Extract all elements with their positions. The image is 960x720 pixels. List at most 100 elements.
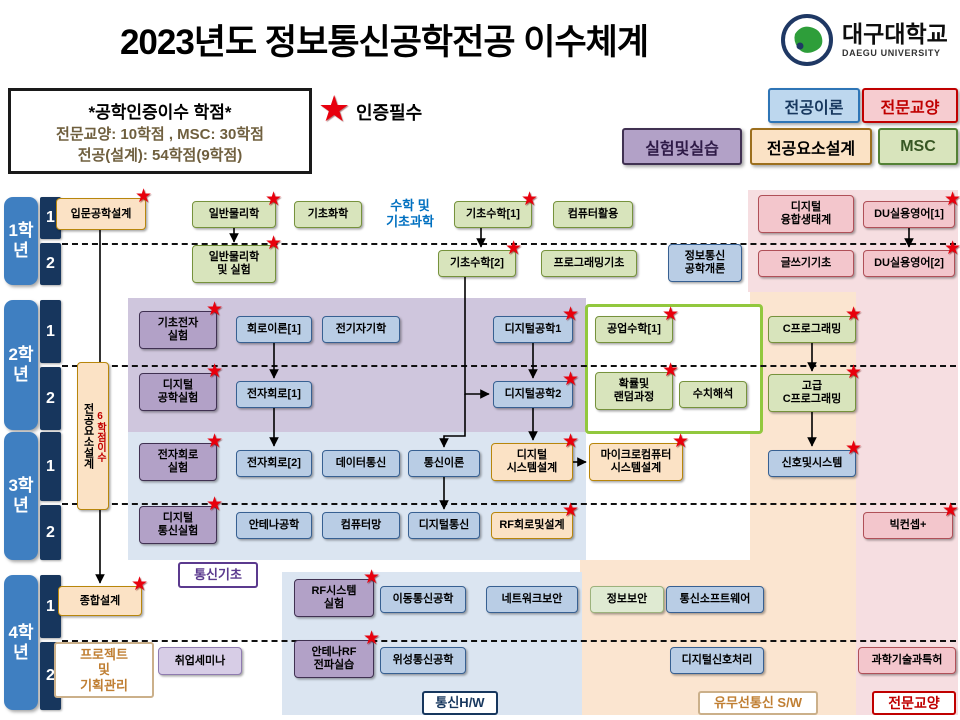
course-science-tech-patent: 과학기술과특허: [858, 647, 956, 674]
university-logo-icon: [781, 14, 833, 66]
required-star-legend-label: 인증필수: [356, 103, 423, 123]
grade-1-sem-2: 2: [40, 243, 61, 285]
course-digital-logic-1: 디지털공학1 ★: [493, 304, 579, 343]
course-physics-lab: 일반물리학 및 실험 ★: [192, 233, 282, 283]
university-name: 대구대학교: [842, 21, 948, 48]
course-c-programming: C프로그래밍 ★: [768, 304, 862, 343]
university-logo: 대구대학교 DAEGU UNIVERSITY: [780, 8, 958, 72]
course-communication-theory: 통신이론: [408, 450, 480, 477]
course-antenna-rf-practice: 안테나RF 전파실습 ★: [294, 628, 380, 678]
course-digital-logic-2: 디지털공학2 ★: [493, 369, 579, 408]
course-network-security: 네트워크보안: [486, 586, 578, 613]
required-star-icon: ★: [520, 189, 538, 210]
required-star-icon: ★: [130, 574, 148, 595]
course-digital-communication: 디지털통신: [408, 512, 480, 539]
course-digital-logic-lab: 디지털 공학실험 ★: [139, 361, 223, 411]
divider-sem-4: [62, 640, 956, 642]
divider-sem-2: [62, 365, 956, 367]
required-star-icon: ★: [561, 431, 579, 452]
design-track-vertical-box: 전공요소설계 6학점이수: [77, 362, 109, 510]
label-comm-basics: 통신기초: [178, 562, 258, 588]
required-star-icon: ★: [362, 628, 380, 649]
course-circuit-theory-1: 회로이론[1]: [236, 316, 312, 343]
grade-1-sem-1: 1: [40, 197, 61, 239]
required-star-icon: ★: [264, 189, 282, 210]
grade-2-sem-1: 1: [40, 300, 61, 363]
legend-lab-practice: 실험및실습: [622, 128, 742, 165]
design-track-credits: 6학점이수: [94, 410, 106, 462]
course-electronic-circuits-2: 전자회로[2]: [236, 450, 312, 477]
course-electronic-circuits-1: 전자회로[1]: [236, 381, 312, 408]
certification-credits-line2: 전공(설계): 54학점(9학점): [77, 146, 243, 164]
course-general-physics: 일반물리학 ★: [192, 189, 282, 228]
course-antenna-engineering: 안테나공학: [236, 512, 312, 539]
course-electromagnetics: 전기자기학: [322, 316, 400, 343]
track-liberal-arts: 전문교양: [872, 691, 956, 715]
required-star-icon: ★: [671, 431, 689, 452]
required-star-icon: ★: [561, 304, 579, 325]
course-digital-system-design: 디지털 시스템설계 ★: [491, 431, 579, 481]
course-computer-networks: 컴퓨터망: [322, 512, 400, 539]
divider-sem-3: [62, 503, 956, 505]
required-star-icon: ★: [362, 567, 380, 588]
grade-2-sem-2: 2: [40, 367, 61, 430]
required-star-icon: ★: [205, 431, 223, 452]
required-star-legend-icon: ★: [318, 88, 351, 129]
legend-liberal-arts: 전문교양: [862, 88, 958, 123]
course-basic-electronics-lab: 기초전자 실험 ★: [139, 299, 223, 349]
course-probability-random: 확률및 랜덤과정 ★: [595, 360, 679, 410]
label-math-basic-science: 수학 및 기초과학: [386, 198, 434, 229]
required-star-icon: ★: [205, 494, 223, 515]
course-engineering-math-1: 공업수학[1] ★: [595, 304, 679, 343]
required-star-icon: ★: [205, 361, 223, 382]
grade-3-sem-1: 1: [40, 432, 61, 501]
course-data-communication: 데이터통신: [322, 450, 400, 477]
course-big-concept-plus: 빅컨셉+ ★: [863, 500, 959, 539]
grade-4-sem-1: 1: [40, 575, 61, 638]
university-name-en: DAEGU UNIVERSITY: [842, 47, 941, 58]
required-star-icon: ★: [264, 233, 282, 254]
required-star-icon: ★: [844, 362, 862, 383]
course-rf-system-lab: RF시스템 실험 ★: [294, 567, 380, 617]
required-star-icon: ★: [561, 500, 579, 521]
required-star-icon: ★: [561, 369, 579, 390]
certification-credits-box: *공학인증이수 학점* 전문교양: 10학점 , MSC: 30학점 전공(설계…: [8, 88, 312, 174]
course-satellite-comm: 위성통신공학: [380, 647, 466, 674]
grade-2-label: 2학 년: [4, 300, 38, 430]
course-numerical-analysis: 수치해석: [679, 381, 747, 408]
required-star-icon: ★: [844, 438, 862, 459]
grade-3-sem-2: 2: [40, 505, 61, 560]
track-comm-hw: 통신H/W: [422, 691, 498, 715]
design-track-label: 전공요소설계: [82, 403, 95, 469]
certification-credits-title: *공학인증이수 학점*: [88, 102, 232, 122]
track-wireless-sw: 유무선통신 S/W: [698, 691, 818, 715]
course-basic-math-1: 기초수학[1] ★: [454, 189, 538, 228]
required-star-icon: ★: [941, 500, 959, 521]
course-electronic-circuits-lab: 전자회로 실험 ★: [139, 431, 223, 481]
course-mobile-comm-eng: 이동통신공학: [380, 586, 466, 613]
course-ict-intro: 정보통신 공학개론: [668, 244, 742, 282]
required-star-icon: ★: [943, 238, 960, 259]
course-comm-software: 통신소프트웨어: [666, 586, 764, 613]
required-star-icon: ★: [844, 304, 862, 325]
required-star-icon: ★: [943, 189, 960, 210]
grade-3-label: 3학 년: [4, 432, 38, 560]
required-star-icon: ★: [661, 304, 679, 325]
legend-design: 전공요소설계: [750, 128, 872, 165]
region-wireless-sw-bottom: [580, 560, 856, 715]
course-programming-basics: 프로그래밍기초: [541, 250, 637, 277]
course-du-english-1: DU실용영어[1] ★: [863, 189, 960, 228]
course-digital-comm-lab: 디지털 통신실험 ★: [139, 494, 223, 544]
grade-1-label: 1학 년: [4, 197, 38, 285]
course-digital-signal-processing: 디지털신호처리: [670, 647, 764, 674]
course-signals-systems: 신호및시스템 ★: [768, 438, 862, 477]
course-basic-math-2: 기초수학[2] ★: [438, 238, 522, 277]
legend-major-theory: 전공이론: [768, 88, 860, 123]
course-basic-chemistry: 기초화학: [294, 201, 362, 228]
page-title: 2023년도 정보통신공학전공 이수체계: [119, 23, 649, 62]
course-digital-convergence: 디지털 융합생태계: [758, 195, 854, 233]
legend-msc: MSC: [878, 128, 958, 165]
grade-4-label: 4학 년: [4, 575, 38, 710]
course-career-seminar: 취업세미나: [158, 647, 242, 675]
